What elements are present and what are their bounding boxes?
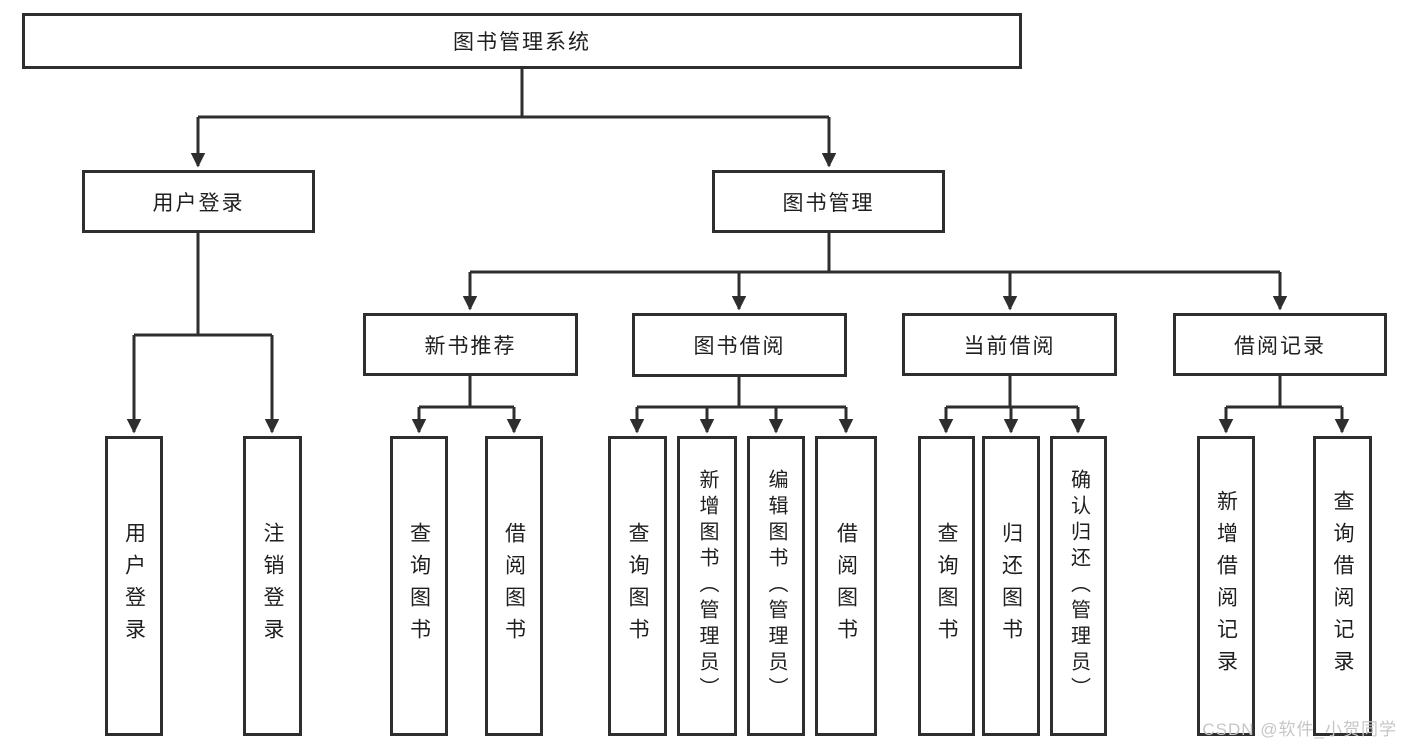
- leaf-nbr-query-books-label: 查询图书: [407, 522, 431, 650]
- leaf-cb-query-books-label: 查询图书: [935, 522, 958, 650]
- leaf-br-query-record-label: 查询借阅记录: [1331, 490, 1354, 682]
- leaf-logout: 注销登录: [243, 436, 302, 736]
- leaf-cb-query-books: 查询图书: [918, 436, 975, 736]
- node-book-management: 图书管理: [712, 170, 945, 233]
- leaf-bb-edit-books-admin: 编辑图书（管理员）: [747, 436, 805, 736]
- leaf-nbr-query-books: 查询图书: [390, 436, 448, 736]
- leaf-cb-confirm-return-admin: 确认归还（管理员）: [1050, 436, 1107, 736]
- leaf-bb-query-books-label: 查询图书: [626, 522, 649, 650]
- node-new-book-recommend: 新书推荐: [363, 313, 578, 376]
- leaf-logout-label: 注销登录: [261, 522, 284, 650]
- leaf-user-login-label: 用户登录: [122, 522, 146, 650]
- leaf-nbr-borrow-books: 借阅图书: [485, 436, 543, 736]
- csdn-watermark: CSDN @软件_小贺同学: [1202, 720, 1397, 739]
- leaf-cb-return-books: 归还图书: [982, 436, 1040, 736]
- leaf-bb-edit-books-admin-label: 编辑图书（管理员）: [765, 469, 787, 703]
- node-current-borrow: 当前借阅: [902, 313, 1117, 376]
- node-user-login: 用户登录: [82, 170, 315, 233]
- leaf-bb-borrow-books-label: 借阅图书: [834, 522, 858, 650]
- leaf-bb-add-books-admin-label: 新增图书（管理员）: [696, 469, 718, 703]
- leaf-user-login: 用户登录: [105, 436, 163, 736]
- node-book-borrow: 图书借阅: [632, 313, 847, 377]
- leaf-bb-query-books: 查询图书: [608, 436, 667, 736]
- node-library-management-system: 图书管理系统: [22, 13, 1022, 69]
- leaf-nbr-borrow-books-label: 借阅图书: [502, 522, 526, 650]
- leaf-bb-borrow-books: 借阅图书: [815, 436, 877, 736]
- leaf-cb-confirm-return-admin-label: 确认归还（管理员）: [1067, 469, 1090, 703]
- leaf-br-add-record: 新增借阅记录: [1197, 436, 1255, 736]
- leaf-br-query-record: 查询借阅记录: [1313, 436, 1372, 736]
- leaf-cb-return-books-label: 归还图书: [999, 522, 1023, 650]
- leaf-br-add-record-label: 新增借阅记录: [1214, 490, 1238, 682]
- node-borrow-record: 借阅记录: [1173, 313, 1387, 376]
- leaf-bb-add-books-admin: 新增图书（管理员）: [677, 436, 737, 736]
